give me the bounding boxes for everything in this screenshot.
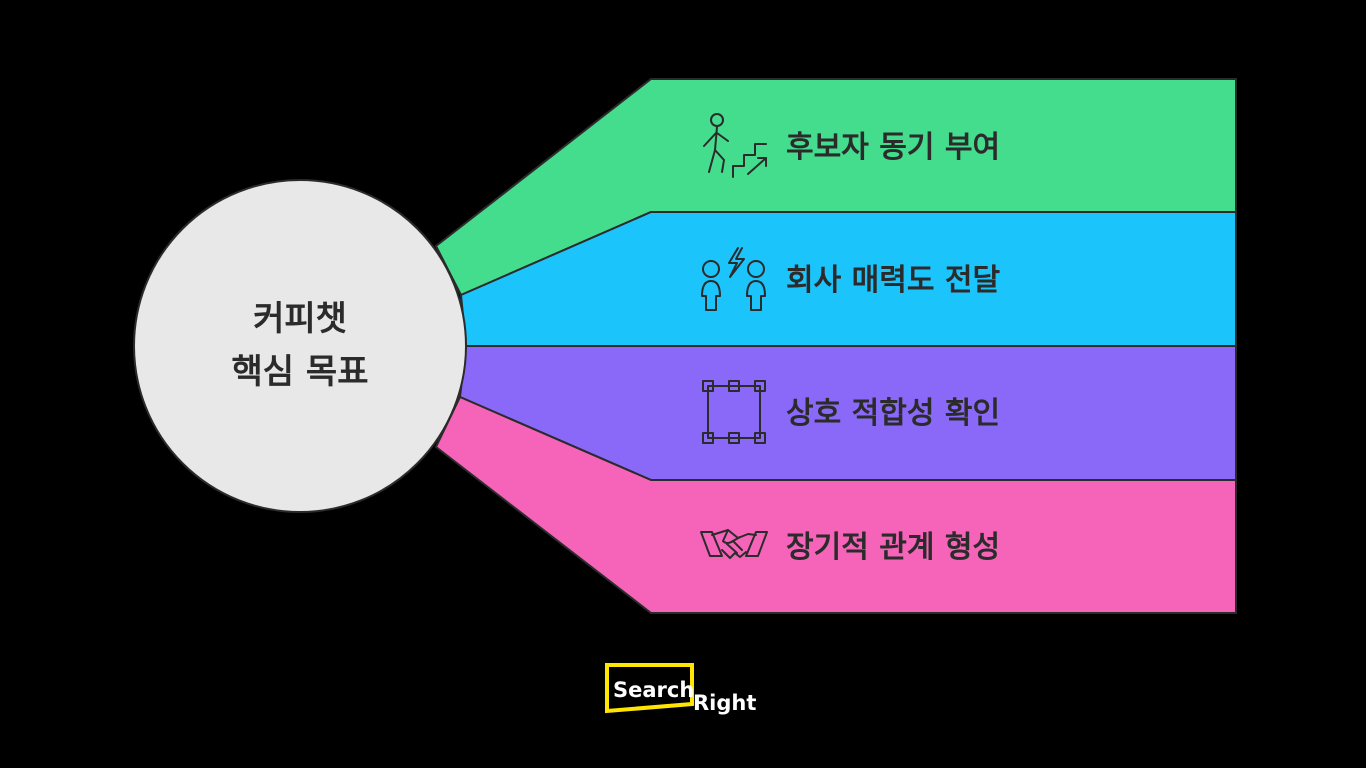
logo-part2: Right xyxy=(693,691,756,715)
two-people-lightning-icon xyxy=(701,247,766,311)
searchright-logo: Search Right xyxy=(605,663,756,715)
center-title-line1: 커피챗 xyxy=(253,299,347,339)
goal-2-label: 회사 매력도 전달 xyxy=(786,263,1000,298)
band-relationship xyxy=(434,395,1237,614)
logo-frame xyxy=(605,663,694,714)
goal-3-label: 상호 적합성 확인 xyxy=(786,396,1000,431)
goal-4-label: 장기적 관계 형성 xyxy=(786,530,1000,565)
logo-part1: Search xyxy=(613,678,694,702)
center-circle xyxy=(133,179,467,513)
frame-square-icon xyxy=(702,380,766,444)
person-climbing-stairs-icon xyxy=(703,113,767,178)
center-title-line2: 핵심 목표 xyxy=(232,352,369,392)
goal-1-label: 후보자 동기 부여 xyxy=(786,130,1000,165)
handshake-icon xyxy=(700,529,768,559)
